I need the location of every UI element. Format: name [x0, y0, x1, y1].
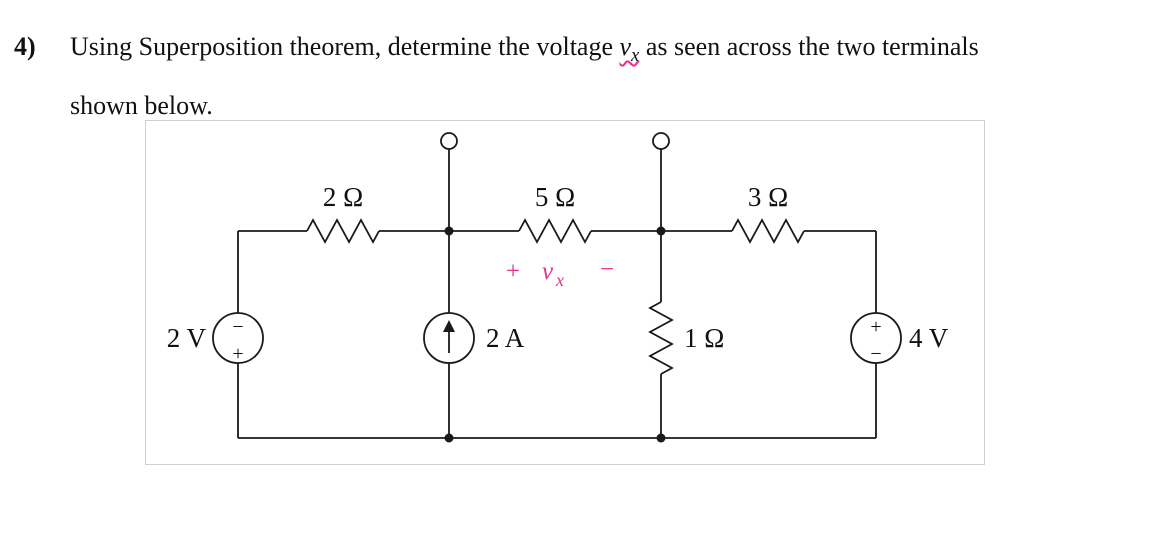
label-r5ohm: 5 Ω — [535, 182, 575, 212]
problem-text: Using Superposition theorem, determine t… — [70, 22, 979, 131]
circuit-diagram: 2 Ω 5 Ω 3 Ω 1 Ω 2 V 2 A 4 V − + + − + v … — [167, 132, 949, 443]
vx-subscript: x — [631, 45, 640, 67]
vx-symbol: v — [619, 32, 632, 61]
label-r2ohm: 2 Ω — [323, 182, 363, 212]
resistor-3ohm — [731, 218, 805, 244]
node-dot — [656, 226, 666, 236]
sign-4v-top: + — [870, 316, 881, 338]
problem-text-before: Using Superposition theorem, determine t… — [70, 32, 620, 61]
sign-2v-bottom: + — [232, 343, 243, 365]
vx-minus-sign: − — [600, 256, 614, 283]
label-source-2a: 2 A — [486, 323, 525, 353]
vx-plus-sign: + — [506, 258, 520, 285]
label-source-2v: 2 V — [167, 323, 207, 353]
problem-text-after: as seen across the two terminals — [639, 32, 979, 61]
problem-number: 4) — [14, 32, 36, 61]
resistor-1ohm — [648, 301, 674, 375]
vx-term: vx — [619, 32, 640, 66]
circuit-figure: 2 Ω 5 Ω 3 Ω 1 Ω 2 V 2 A 4 V − + + − + v … — [145, 120, 985, 465]
terminal-left — [440, 132, 458, 150]
vx-label-subscript: x — [555, 270, 564, 290]
vx-polarity-label: + v x − — [506, 256, 614, 290]
problem-statement: 4) Using Superposition theorem, determin… — [14, 22, 979, 131]
voltage-source-4v — [850, 312, 902, 364]
voltage-source-2v — [212, 312, 264, 364]
vx-label-symbol: v — [542, 258, 554, 285]
sign-2v-top: − — [232, 316, 243, 338]
node-dot — [656, 433, 666, 443]
label-r3ohm: 3 Ω — [748, 182, 788, 212]
problem-line1: Using Superposition theorem, determine t… — [70, 22, 979, 81]
current-arrow-icon — [443, 320, 455, 353]
sign-4v-bottom: − — [870, 343, 881, 365]
node-dot — [444, 433, 454, 443]
label-source-4v: 4 V — [909, 323, 949, 353]
resistor-5ohm — [518, 218, 592, 244]
label-r1ohm: 1 Ω — [684, 323, 724, 353]
resistor-2ohm — [306, 218, 380, 244]
terminal-right — [652, 132, 670, 150]
problem-line2: shown below. — [70, 91, 213, 121]
node-dot — [444, 226, 454, 236]
